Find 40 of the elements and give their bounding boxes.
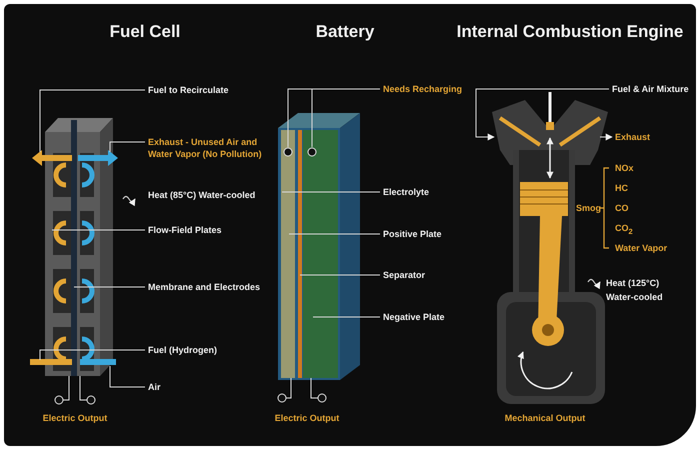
part-label: Exhaust [615,131,650,143]
heat-note: Heat (125°C) Water-cooled [606,277,664,304]
part-label: Flow-Field Plates [148,224,222,236]
part-label: Air [148,381,161,393]
smog-label: Smog [574,202,601,214]
emission-label: CO$_{2}$ [615,222,634,238]
part-label: Fuel to Recirculate [148,84,229,96]
part-label: Membrane and Electrodes [148,281,260,293]
part-label: Electrolyte [383,186,430,198]
arrow [600,134,613,140]
output-label: Electric Output [42,412,108,424]
panel-title: Battery [314,22,376,42]
part-label: Separator [383,269,426,281]
emission-label: NOx [615,162,635,174]
part-label: Fuel (Hydrogen) [148,344,217,356]
leader-line [74,286,146,288]
part-label: Negative Plate [383,311,445,323]
part-label: Needs Recharging [383,83,462,95]
battery-drawing [278,113,360,402]
leader-line [110,142,146,152]
fuel-cell-drawing [30,118,118,404]
leader-line [40,350,146,360]
emission-label: CO [615,202,630,214]
part-label: Exhaust - Unused Air and Water Vapor (No Pollution) [148,136,266,160]
leader-line [40,90,146,152]
arrow [476,88,610,140]
panel-title: Internal Combustion Engine [456,22,684,42]
part-label: Positive Plate [383,228,442,240]
panel-title: Fuel Cell [108,22,182,42]
heat-note: Heat (85°C) Water-cooled [148,189,256,201]
engine-drawing [492,92,608,404]
part-label: Fuel & Air Mixture [612,83,689,95]
leader-line [312,88,380,148]
emission-label: Water Vapor [615,242,668,254]
leader-line [110,366,146,388]
leader-line [312,316,380,318]
leader-line [300,274,380,276]
output-label: Mechanical Output [504,412,586,424]
emission-label: HC [615,182,629,194]
output-label: Electric Output [274,412,340,424]
